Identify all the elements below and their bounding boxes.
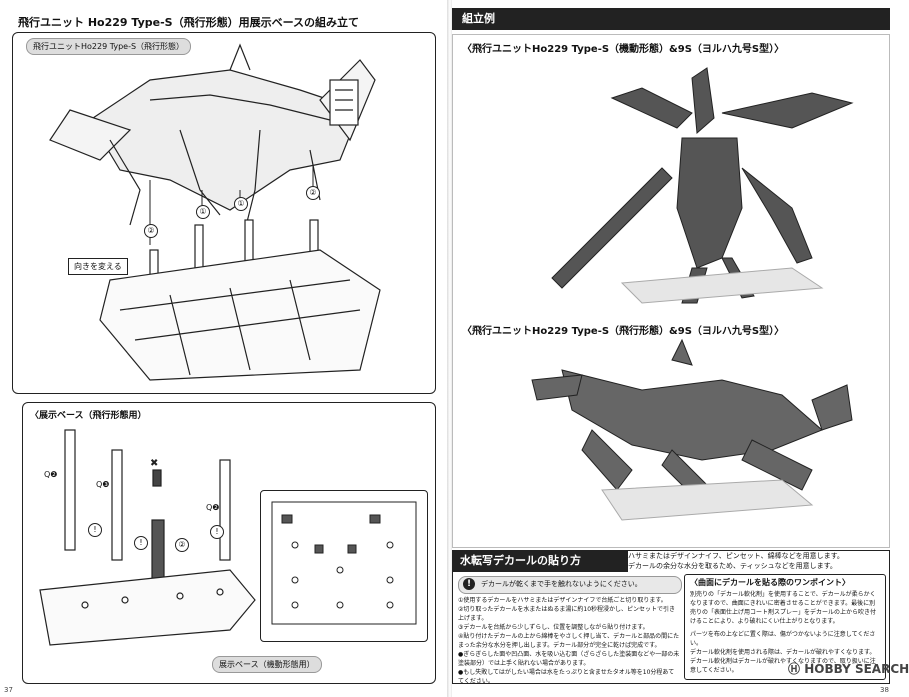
decal-note-2: デカールの余分な水分を取るため、ティッシュなどを用意します。 [628,562,837,570]
part-label-q3: Q❸ [96,480,110,489]
decal-steps: ①使用するデカールをハサミまたはデザインナイフで台紙ごと切り取ります。 ②切り取… [458,596,680,685]
callout-2-b: ② [306,186,320,200]
watermark-logo-icon: Ⓗ [788,662,801,676]
decal-step: ①使用するデカールをハサミまたはデザインナイフで台紙ごと切り取ります。 [458,597,667,604]
tip-items: パーツを布の上などに置く際は、傷がつかないように注意してください。 デカール軟化… [690,630,880,676]
decal-note-1: ハサミまたはデザインナイフ、ピンセット、綿棒などを用意します。 [628,552,844,560]
decal-title: 水転写デカールの貼り方 [452,550,628,572]
watermark-text: HOBBY SEARCH [804,662,909,676]
decal-step: ●ぎらぎらした面や凹凸面、水を吸い込む面（ざらざらした塗装面などや一部の未塗装部… [458,651,680,667]
callout-1-a: ① [196,205,210,219]
part-label-q2: Q❷ [44,470,58,479]
warning-icon: ! [463,578,475,590]
decal-step: ●もし失敗してはがしたい場合は水をたっぷりと含ませたタオル等を10分程あててくだ… [458,669,675,685]
tip-item: デカール軟化剤を使用される際は、デカールが破れやすくなります。 [690,649,876,656]
tip-item: デカール軟化剤はデカールが破れやすくなりますので、取り扱いに注意してください。 [690,658,876,674]
warn-mark-2: ! [134,536,148,550]
tip-text: 別売りの「デカール軟化剤」を使用することで、デカールが柔らかくなりますので、曲面… [690,591,877,625]
decal-warning-text: デカールが乾くまで手を触れないようにください。 [481,580,642,588]
gutter [447,0,453,697]
warn-mark-3: ! [210,525,224,539]
callout-2-c: ② [175,538,189,552]
tip-item: パーツを布の上などに置く際は、傷がつかないように注意してください。 [690,631,876,647]
svg-text:✖: ✖ [150,458,158,469]
display-base-illustration [99,219,381,381]
base-assembly-illustration: ✖ [39,429,256,646]
decal-step: ②切り取ったデカールを水またはぬるま湯に約10秒程浸かし、ピンセットで引き上げま… [458,606,676,622]
left-page-number: 37 [4,686,13,694]
left-page-title: 飛行ユニット Ho229 Type-S（飛行形態）用展示ベースの組み立て [18,16,360,29]
example2-title: 〈飛行ユニットHo229 Type-S（飛行形態）&9S（ヨルハ九号S型）〉 [462,326,785,337]
left-page: 飛行ユニット Ho229 Type-S（飛行形態）用展示ベースの組み立て 飛行ユ… [0,0,448,697]
callout-2-a: ② [144,224,158,238]
part-label-q2b: Q❷ [206,503,220,512]
decal-step: ④貼り付けたデカールの上から綿棒をやさしく押し当て、デカールと部品の間にたまった… [458,633,680,649]
right-page-header: 組立例 [452,8,890,30]
flight-unit-illustration [49,43,376,245]
example2-photo [522,338,862,535]
tip-title: 〈曲面にデカールを貼る際のワンポイント〉 [690,578,850,587]
tip-frame [684,574,886,680]
warn-mark-1: ! [88,523,102,537]
decal-step: ③デカールを台紙から少しずらし、位置を調整しながら貼り付けます。 [458,624,649,631]
watermark: Ⓗ HOBBY SEARCH [788,660,909,677]
base-tag: 展示ベース（機動形態用） [212,656,322,673]
right-page: 組立例 〈飛行ユニットHo229 Type-S（機動形態）&9S（ヨルハ九号S型… [452,0,909,697]
base-plate-detail [271,501,417,625]
example1-photo [492,58,872,308]
decal-warning-box: ! デカールが乾くまで手を触れないようにください。 [458,576,682,594]
right-page-number: 38 [880,686,889,694]
callout-1-b: ① [234,197,248,211]
base-section-title: 〈展示ベース（飛行形態用） [30,411,147,421]
orient-label: 向きを変える [68,258,128,275]
example1-title: 〈飛行ユニットHo229 Type-S（機動形態）&9S（ヨルハ九号S型）〉 [462,44,785,55]
unit-tag: 飛行ユニットHo229 Type-S（飛行形態） [26,38,192,55]
